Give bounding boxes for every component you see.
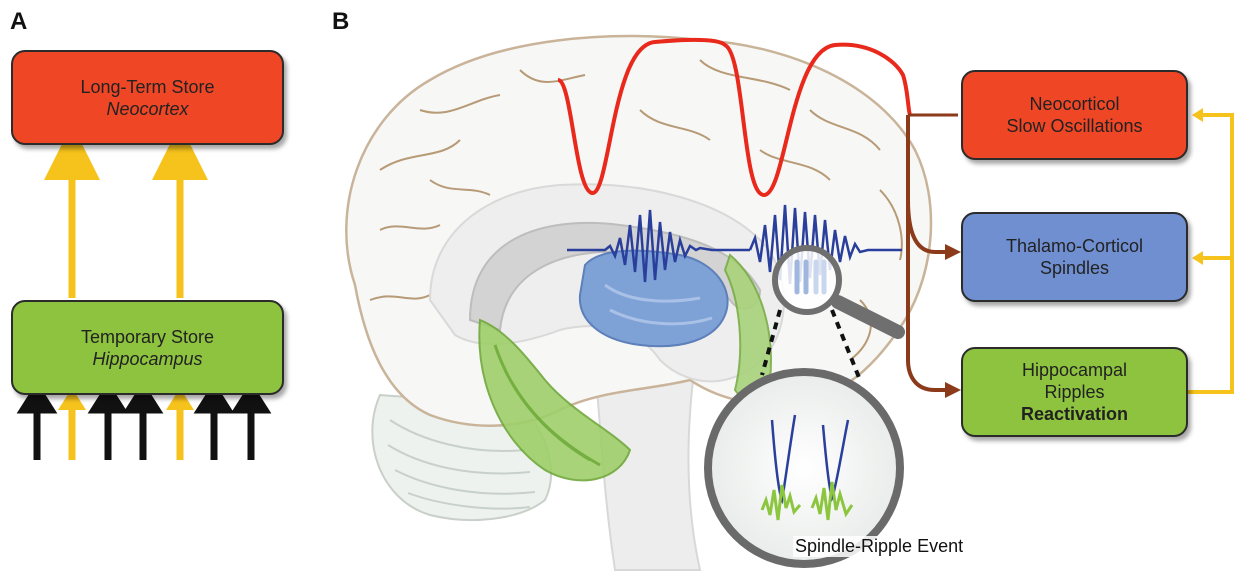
ripples-line1: Hippocampal [1022,359,1127,381]
temporary-store-subtitle: Hippocampus [92,348,202,370]
spindles-line1: Thalamo-Corticol [1006,235,1143,257]
slow-oscillations-line1: Neocorticol [1029,93,1119,115]
panel-a-input-arrows [23,388,265,460]
ripples-box: Hippocampal Ripples Reactivation [961,347,1188,437]
slow-oscillations-box: Neocorticol Slow Oscillations [961,70,1188,160]
ripples-line2: Ripples [1044,381,1104,403]
spindles-box: Thalamo-Corticol Spindles [961,212,1188,302]
slow-oscillations-line2: Slow Oscillations [1006,115,1142,137]
ripples-line3: Reactivation [1021,403,1128,425]
panel-a-consolidation-arrows [72,152,180,298]
temporary-store-box: Temporary Store Hippocampus [11,300,284,395]
spindles-line2: Spindles [1040,257,1109,279]
spindle-ripple-caption: Spindle-Ripple Event [793,536,965,557]
long-term-store-box: Long-Term Store Neocortex [11,50,284,145]
temporary-store-title: Temporary Store [81,326,214,348]
long-term-store-title: Long-Term Store [80,76,214,98]
panel-b-yellow-arrows [1188,108,1232,392]
long-term-store-subtitle: Neocortex [106,98,188,120]
